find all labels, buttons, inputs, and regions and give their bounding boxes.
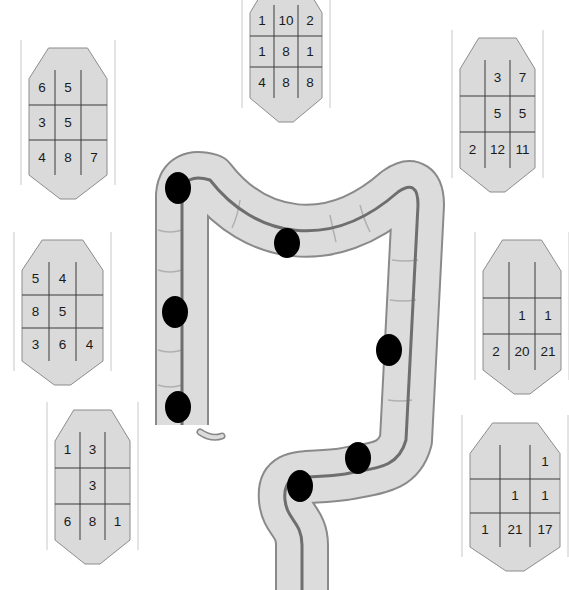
torso-figures (14, 0, 569, 571)
region-grid (22, 262, 103, 361)
region-grid (250, 5, 322, 98)
region-count: 8 (298, 67, 322, 98)
colon (158, 172, 418, 590)
torso-outline (470, 423, 560, 571)
region-count: 21 (500, 513, 530, 547)
torso-outline (483, 240, 561, 394)
lesion-dot (165, 172, 191, 204)
region-count: 1 (105, 504, 130, 540)
region-count: 3 (22, 328, 49, 361)
body-contour (47, 402, 138, 550)
region-count: 8 (22, 295, 49, 328)
region-count: 5 (510, 96, 535, 132)
region-count: 7 (81, 140, 107, 175)
region-count: 6 (29, 70, 55, 105)
region-count: 10 (274, 5, 298, 36)
region-count: 5 (55, 105, 81, 140)
region-count: 5 (22, 262, 49, 295)
appendix (200, 432, 222, 437)
region-count: 1 (530, 445, 560, 479)
region-count: 1 (470, 513, 500, 547)
region-count: 17 (530, 513, 560, 547)
appendix-fill (200, 432, 222, 437)
torso-outline (22, 240, 103, 385)
lesion-dot (376, 334, 402, 366)
region-count: 11 (510, 132, 535, 168)
body-contour (242, 0, 330, 108)
region-count: 1 (250, 36, 274, 67)
region-count: 12 (485, 132, 510, 168)
region-count: 5 (485, 96, 510, 132)
region-count: 6 (55, 504, 80, 540)
region-count: 1 (509, 298, 535, 334)
region-count: 5 (55, 70, 81, 105)
region-count: 4 (49, 262, 76, 295)
region-count: 7 (510, 60, 535, 96)
region-count: 8 (274, 67, 298, 98)
region-grid (483, 262, 561, 370)
lesion-dot (274, 228, 300, 258)
region-count: 8 (55, 140, 81, 175)
region-grid (470, 445, 560, 547)
region-count: 2 (483, 334, 509, 370)
region-count: 8 (274, 36, 298, 67)
region-count: 2 (460, 132, 485, 168)
region-count: 3 (485, 60, 510, 96)
region-count: 1 (535, 298, 561, 334)
region-count: 6 (49, 328, 76, 361)
region-grid (460, 60, 535, 168)
lesion-dot (162, 296, 188, 328)
body-contour (21, 40, 115, 185)
region-count: 1 (298, 36, 322, 67)
region-count: 20 (509, 334, 535, 370)
torso-outline (29, 48, 107, 199)
body-contour (475, 232, 569, 380)
region-count: 3 (80, 468, 105, 504)
region-count: 2 (298, 5, 322, 36)
region-count: 3 (80, 432, 105, 468)
region-count: 4 (250, 67, 274, 98)
region-count: 1 (250, 5, 274, 36)
colon-outline (182, 178, 418, 590)
region-count: 21 (535, 334, 561, 370)
taenia-line (182, 178, 418, 590)
colon-body (182, 178, 418, 590)
body-contour (452, 30, 543, 178)
region-count: 1 (500, 479, 530, 513)
region-count: 4 (29, 140, 55, 175)
lesion-dot (165, 391, 191, 423)
lesion-dot (345, 442, 371, 474)
haustra-marks (158, 200, 418, 401)
body-contour (462, 415, 568, 557)
torso-outline (460, 38, 535, 192)
region-count: 1 (55, 432, 80, 468)
region-count: 1 (530, 479, 560, 513)
region-count: 8 (80, 504, 105, 540)
torso-outline (250, 0, 322, 122)
torso-outline (55, 410, 130, 564)
region-grid (29, 70, 107, 175)
region-grid (55, 432, 130, 540)
region-count: 4 (76, 328, 103, 361)
body-contour (14, 232, 111, 371)
lesion-dot (287, 470, 313, 502)
region-count: 5 (49, 295, 76, 328)
region-count: 3 (29, 105, 55, 140)
